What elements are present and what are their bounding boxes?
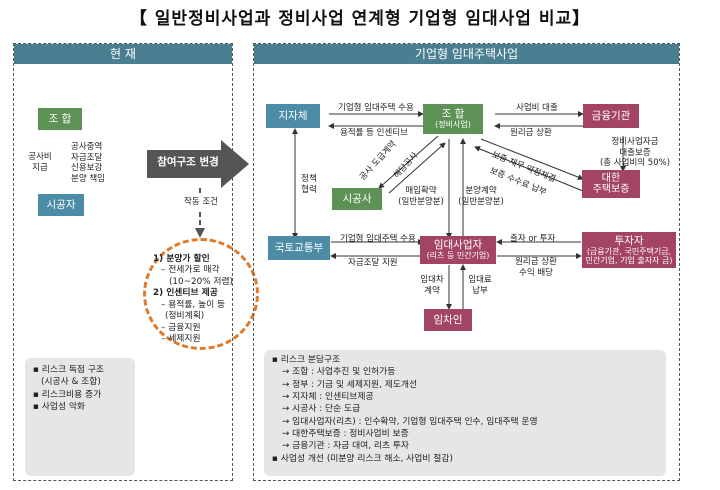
label-repayment: 원리금 상환	[510, 128, 552, 138]
label-purchase-commitment: 매입확약(일반분양분)	[398, 186, 444, 207]
left-notes: ▪ 리스크 독점 구조(시공사 & 조합)▪ 리스크비용 증가▪ 사업성 악화	[25, 358, 135, 476]
label-investment: 출자 or 투자	[510, 234, 556, 244]
union-box: 조 합(정비사업)	[423, 104, 483, 134]
structure-change-label: 참여구조 변경	[157, 156, 219, 168]
right-notes: ▪ 리스크 분담구조 → 조합 : 사업추진 및 인허가등 → 정부 : 기금 …	[264, 350, 666, 476]
corporate-rental-panel: 기업형 임대주택사업	[253, 43, 680, 481]
label-rental-acceptance: 기업형 임대주택 수용	[338, 103, 414, 113]
local-government-box: 지자체	[266, 104, 320, 128]
condition-arrow	[195, 188, 205, 238]
page-title: 【 일반정비사업과 정비사업 연계형 기업형 임대사업 비교】	[129, 9, 591, 29]
label-sale-contract: 분양계약(일반분양분)	[458, 186, 504, 207]
corporate-rental-header: 기업형 임대주택사업	[254, 44, 679, 64]
tenant-box: 임차인	[424, 309, 472, 331]
molit-box: 국토교통부	[268, 236, 330, 260]
left-union-box: 조 합	[38, 108, 82, 130]
condition-circle	[143, 238, 259, 350]
flow-arrows	[292, 111, 626, 310]
rental-business-box: 임대사업자(리츠 등 민간기업)	[420, 236, 496, 264]
label-funding-support: 자금조달 지원	[348, 258, 398, 268]
current-header: 현 재	[14, 44, 232, 64]
investor-box: 투자자(금융기관, 국민주택기금,민간기업, 기업 출자자 금)	[582, 232, 676, 268]
label-rental-acceptance-2: 기업형 임대주택 수용	[340, 234, 416, 244]
left-contractor-box: 시공자	[38, 194, 84, 216]
contractor-box: 시공사	[332, 188, 382, 210]
condition-list: 1) 분양가 할인 – 전세가로 매각 (10~20% 저렴) 2) 인센티브 …	[153, 254, 233, 344]
label-loan: 사업비 대출	[516, 103, 558, 113]
structure-change-arrow	[147, 140, 249, 188]
financial-institution-box: 금융기관	[583, 104, 639, 128]
condition-label: 작동 조건	[182, 196, 220, 209]
label-incentive: 용적률 등 인센티브	[340, 128, 408, 138]
